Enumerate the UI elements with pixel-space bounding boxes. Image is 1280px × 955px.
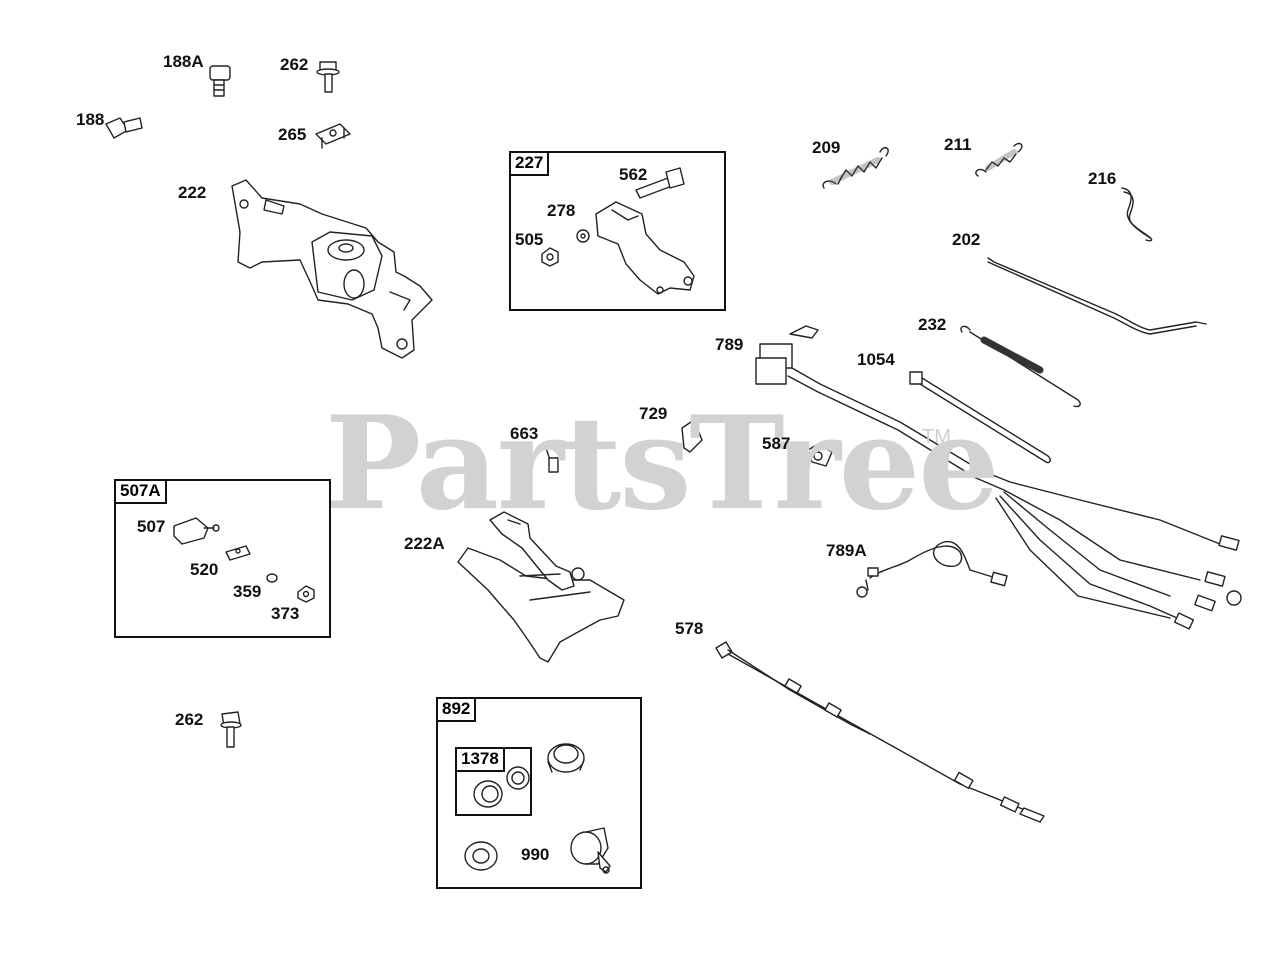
part-label-232[interactable]: 232 [918, 315, 947, 334]
part-789-wire-harness[interactable] [755, 325, 1242, 630]
part-278-washer[interactable] [576, 229, 590, 243]
part-label-188[interactable]: 188 [76, 110, 105, 129]
watermark-trademark: TM [922, 426, 951, 448]
part-label-265[interactable]: 265 [278, 125, 307, 144]
part-label-562[interactable]: 562 [619, 165, 648, 184]
group-box-227: 227 [509, 151, 726, 311]
part-211-spring[interactable] [975, 142, 1023, 177]
group-label-1378[interactable]: 1378 [455, 747, 505, 772]
part-1378-nut[interactable] [473, 780, 503, 808]
part-373-nut[interactable] [297, 585, 315, 603]
part-892-bezel[interactable] [464, 841, 498, 871]
part-520-bracket[interactable] [225, 545, 251, 561]
part-507-switch[interactable] [173, 517, 220, 545]
part-label-1054[interactable]: 1054 [857, 350, 895, 369]
part-663-bolt[interactable] [545, 445, 565, 473]
watermark-parts-tree: PartsTree [325, 389, 1000, 539]
part-label-789a[interactable]: 789A [826, 541, 867, 560]
part-232-spring-rod[interactable] [960, 325, 1081, 408]
part-label-505[interactable]: 505 [515, 230, 544, 249]
part-202-rod[interactable] [987, 257, 1207, 335]
group-label-892[interactable]: 892 [436, 697, 477, 722]
part-227-lever[interactable] [595, 201, 695, 295]
part-990-key-switch[interactable] [570, 827, 611, 874]
part-label-209[interactable]: 209 [812, 138, 841, 157]
part-209-spring[interactable] [822, 146, 889, 189]
part-1054-cable-tie[interactable] [909, 371, 1051, 464]
part-578-cable[interactable] [715, 641, 1045, 823]
group-label-507a[interactable]: 507A [114, 479, 167, 504]
part-label-262-top[interactable]: 262 [280, 55, 309, 74]
part-label-222[interactable]: 222 [178, 183, 207, 202]
part-label-507[interactable]: 507 [137, 517, 166, 536]
part-label-990[interactable]: 990 [521, 845, 550, 864]
part-222a-bracket[interactable] [457, 511, 625, 663]
part-label-587[interactable]: 587 [762, 434, 791, 453]
part-label-578[interactable]: 578 [675, 619, 704, 638]
part-359-washer[interactable] [266, 573, 278, 583]
part-262-bolt-top[interactable] [316, 61, 340, 93]
part-label-216[interactable]: 216 [1088, 169, 1117, 188]
part-label-789[interactable]: 789 [715, 335, 744, 354]
part-label-729[interactable]: 729 [639, 404, 668, 423]
part-label-520[interactable]: 520 [190, 560, 219, 579]
group-box-892: 892 [436, 697, 642, 889]
part-label-359[interactable]: 359 [233, 582, 262, 601]
part-729-cap[interactable] [681, 419, 703, 453]
part-587-clamp[interactable] [807, 443, 833, 467]
part-label-222a[interactable]: 222A [404, 534, 445, 553]
part-label-278[interactable]: 278 [547, 201, 576, 220]
group-box-507a: 507A [114, 479, 331, 638]
part-label-373[interactable]: 373 [271, 604, 300, 623]
group-label-227[interactable]: 227 [509, 151, 550, 176]
part-505-nut[interactable] [541, 247, 559, 267]
part-892-switch-body[interactable] [547, 743, 585, 773]
part-222-control-bracket[interactable] [231, 179, 433, 359]
part-label-262-bottom[interactable]: 262 [175, 710, 204, 729]
group-box-1378: 1378 [455, 747, 532, 816]
part-188a-bolt[interactable] [209, 65, 231, 97]
part-216-rod[interactable] [1121, 187, 1153, 242]
part-262-bolt-bottom[interactable] [220, 711, 242, 748]
part-label-202[interactable]: 202 [952, 230, 981, 249]
part-789a-lead[interactable] [856, 540, 1008, 598]
part-label-663[interactable]: 663 [510, 424, 539, 443]
part-562-pin[interactable] [635, 167, 685, 199]
part-265-clip[interactable] [315, 123, 351, 149]
part-label-188a[interactable]: 188A [163, 52, 204, 71]
part-1378-lock-washer[interactable] [506, 766, 530, 790]
part-188-bolt[interactable] [105, 117, 143, 139]
part-label-211[interactable]: 211 [944, 135, 972, 154]
